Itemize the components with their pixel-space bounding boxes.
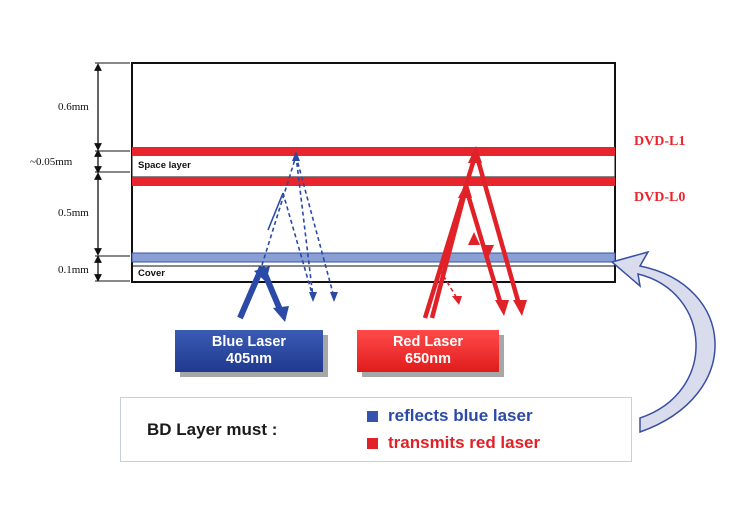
dvd-l1-label: DVD-L1	[634, 134, 685, 149]
dim-top-label: 0.6mm	[58, 101, 89, 113]
red-bullet-icon	[367, 437, 378, 449]
bd-requirement-box: BD Layer must : reflects blue laser tran…	[120, 397, 632, 462]
cover-label: Cover	[138, 268, 165, 279]
red-laser-name: Red Laser	[392, 334, 464, 350]
dim-middle-label: 0.5mm	[58, 207, 89, 219]
dvd-l0-layer	[132, 177, 615, 186]
red-laser-wavelength: 650nm	[405, 351, 451, 367]
requirement-item-reflect: reflects blue laser	[367, 406, 533, 426]
space-layer-band	[131, 154, 616, 178]
requirement-item-transmit: transmits red laser	[367, 433, 540, 453]
requirement-title: BD Layer must :	[147, 420, 278, 439]
requirement-reflect-text: reflects blue laser	[388, 406, 533, 425]
bd-layer	[131, 252, 616, 263]
dvd-l1-layer	[132, 147, 615, 156]
space-layer-label: Space layer	[138, 160, 191, 171]
blue-laser-name: Blue Laser	[211, 334, 287, 350]
requirement-transmit-text: transmits red laser	[388, 433, 541, 452]
dvd-l0-label: DVD-L0	[634, 190, 685, 205]
dimension-guides	[95, 62, 130, 282]
blue-bullet-icon	[367, 410, 378, 422]
dim-cover-label: 0.1mm	[58, 264, 89, 276]
red-laser-label-box: Red Laser 650nm	[357, 330, 499, 372]
bd-pointer-arrow	[610, 250, 716, 434]
blue-laser-beams	[237, 151, 338, 322]
blue-laser-wavelength: 405nm	[226, 351, 272, 367]
blue-laser-label-box: Blue Laser 405nm	[175, 330, 323, 372]
dim-space-label: ~0.05mm	[30, 156, 73, 168]
red-laser-arrowheads	[452, 146, 527, 316]
